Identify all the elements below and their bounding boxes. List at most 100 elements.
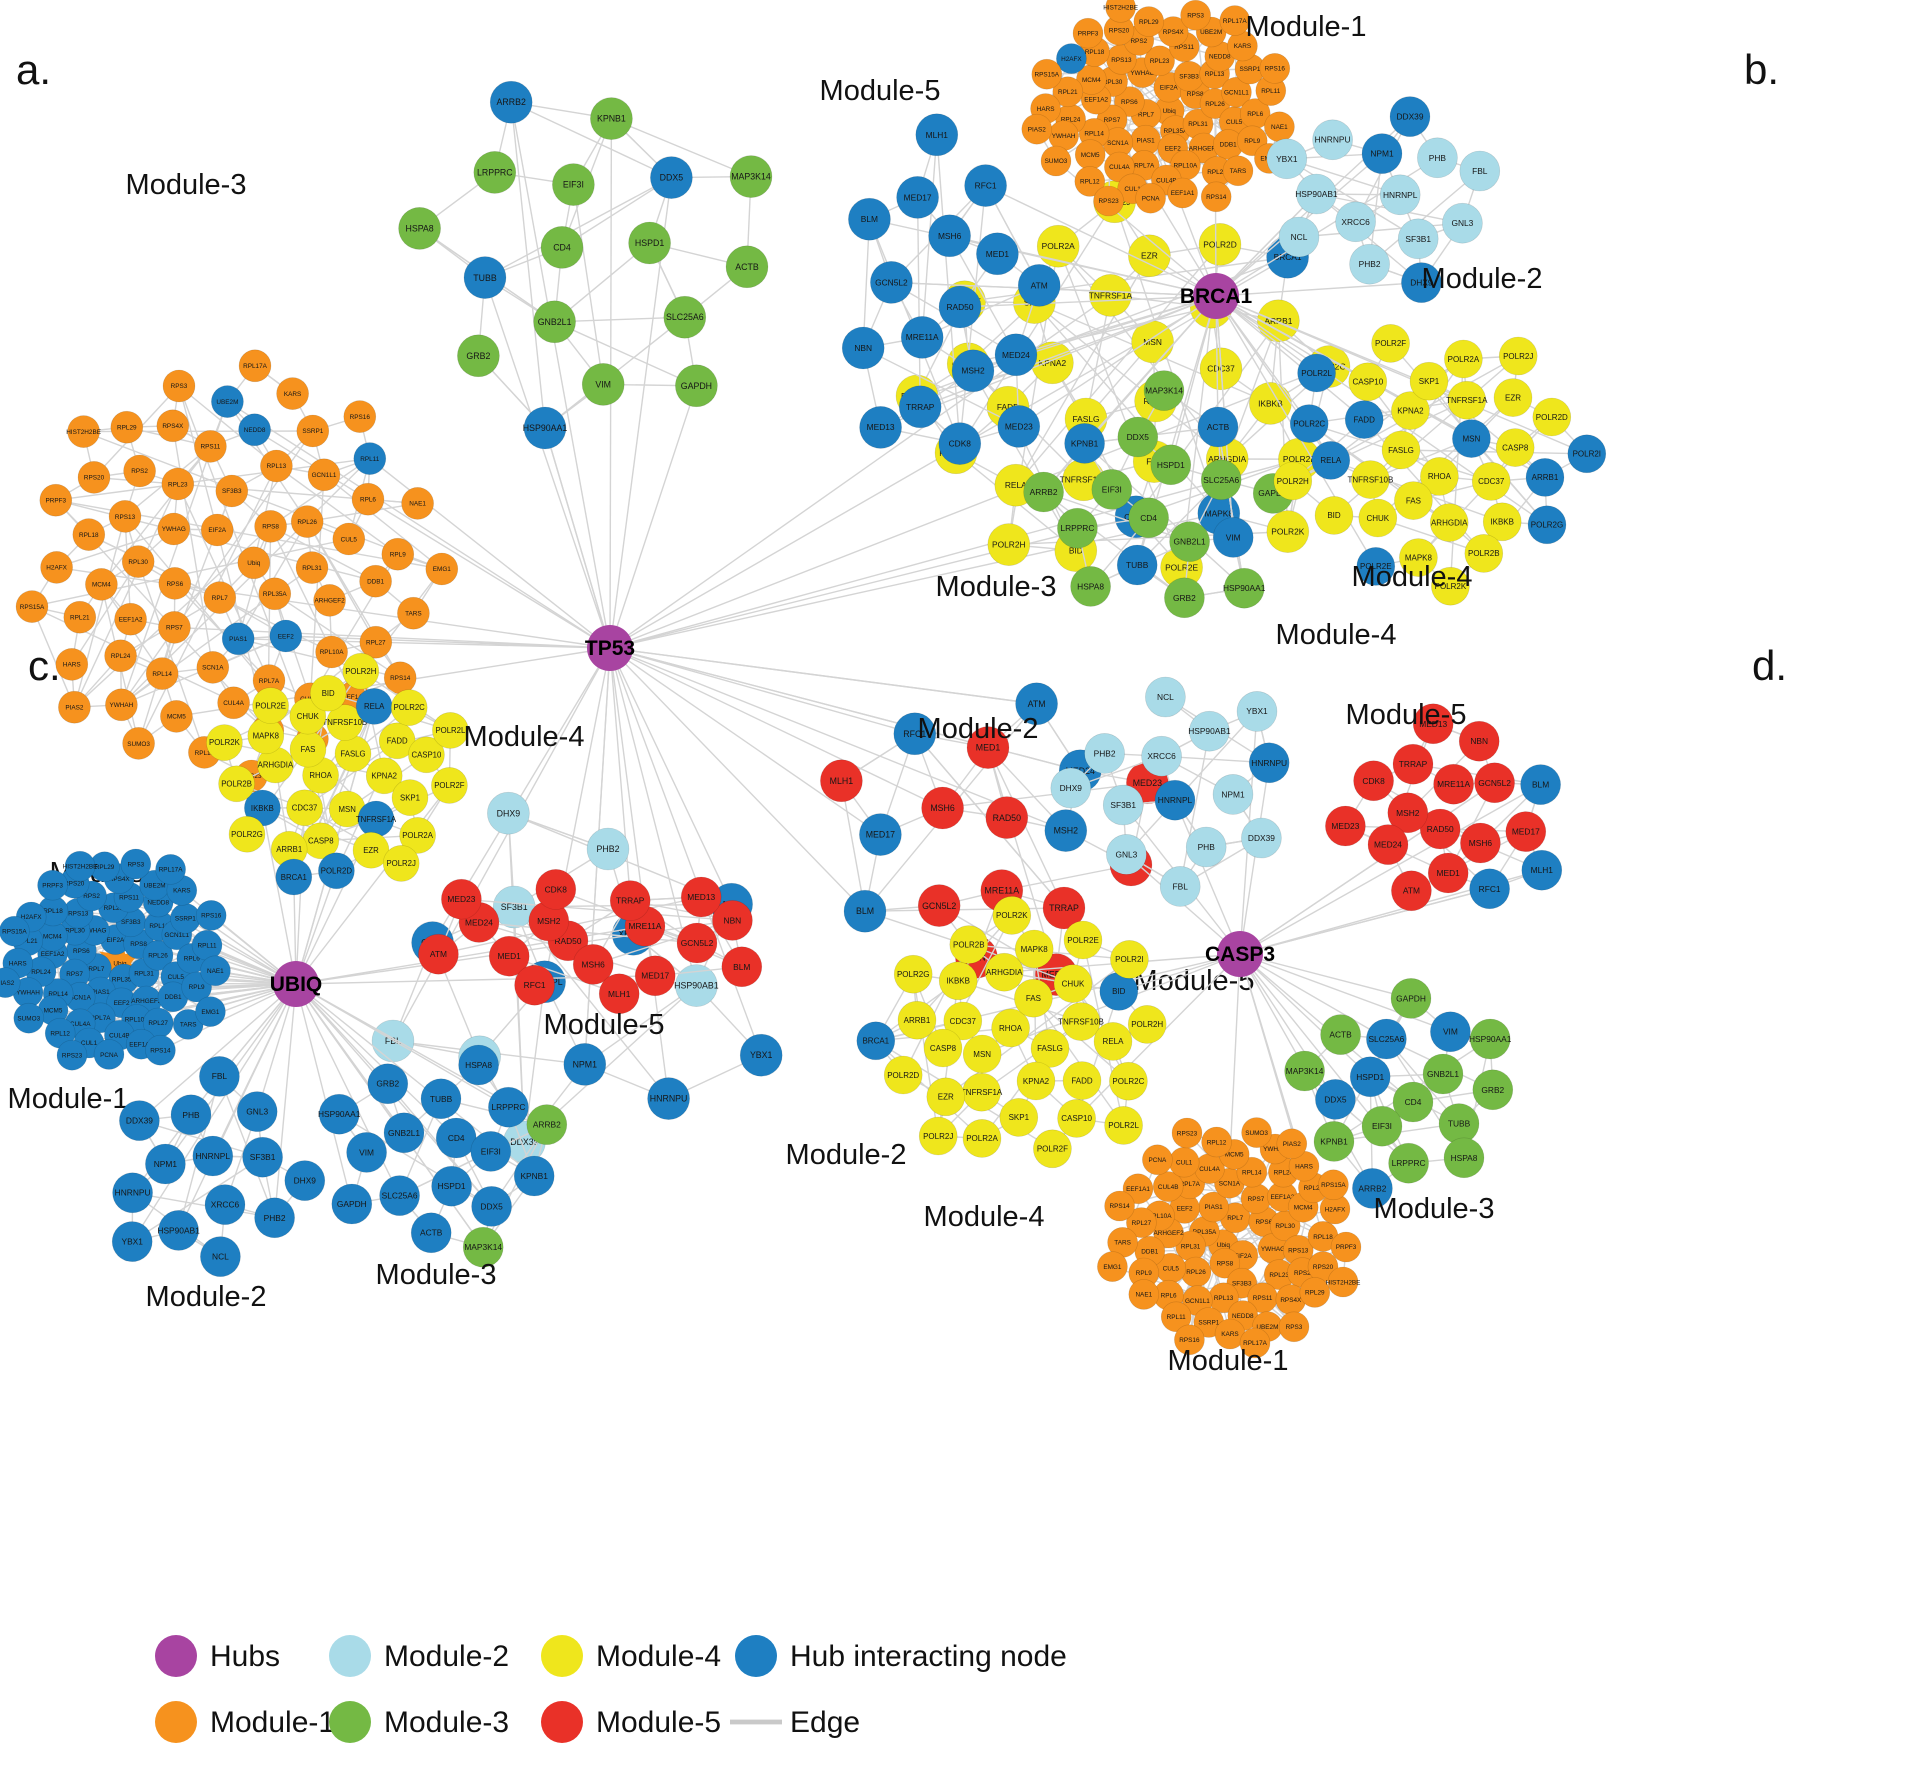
node-gapdh[interactable] [675, 364, 718, 408]
node-lrpprc[interactable] [1057, 507, 1098, 549]
node-mapk8[interactable] [1014, 929, 1054, 969]
node-rpl27[interactable] [1126, 1207, 1157, 1238]
node-ddx5[interactable] [471, 1186, 512, 1227]
node-rpl14[interactable] [145, 657, 179, 690]
node-kpnb1[interactable] [1313, 1121, 1355, 1162]
node-pias1[interactable] [221, 622, 255, 656]
hub-ubiq[interactable] [273, 961, 319, 1007]
node-rpl12[interactable] [1074, 166, 1106, 197]
node-gcn1l1[interactable] [307, 458, 341, 492]
node-rps13[interactable] [108, 500, 142, 533]
node-rpl35a[interactable] [258, 577, 292, 611]
node-polr2i[interactable] [1567, 434, 1607, 474]
node-gnb2l1[interactable] [383, 1112, 425, 1154]
node-polr2j[interactable] [918, 1116, 958, 1156]
node-atm[interactable] [1017, 264, 1061, 307]
node-gcn5l2[interactable] [1474, 762, 1515, 804]
node-prpf3[interactable] [1072, 17, 1104, 49]
node-rpl26[interactable] [290, 505, 324, 538]
node-rpl13[interactable] [260, 449, 293, 483]
node-rps8[interactable] [254, 510, 287, 543]
node-mapk8[interactable] [1399, 538, 1438, 577]
node-dhx9[interactable] [1401, 262, 1442, 303]
node-polr2k[interactable] [1266, 510, 1310, 553]
node-hsp90aa1[interactable] [1223, 567, 1265, 609]
node-chuk[interactable] [1053, 964, 1093, 1003]
node-ezr[interactable] [1128, 234, 1171, 278]
node-rps23[interactable] [56, 1039, 88, 1071]
node-gcn5l2[interactable] [870, 261, 913, 304]
node-polr2b[interactable] [218, 765, 255, 803]
node-fbl[interactable] [1159, 866, 1201, 907]
node-polr2a[interactable] [962, 1119, 1002, 1158]
node-polr2j[interactable] [1498, 336, 1538, 376]
node-rad50[interactable] [938, 285, 982, 329]
node-rpl21[interactable] [63, 600, 97, 634]
node-ywhah[interactable] [105, 688, 138, 722]
node-pias2[interactable] [58, 690, 91, 724]
node-hsp90aa1[interactable] [1469, 1018, 1511, 1060]
node-fbl[interactable] [1459, 150, 1501, 192]
node-gnb2l1[interactable] [533, 300, 576, 344]
node-mlh1[interactable] [598, 973, 640, 1015]
node-ncl[interactable] [1278, 216, 1320, 258]
node-rps6[interactable] [158, 567, 192, 600]
node-rps23[interactable] [1171, 1117, 1203, 1149]
node-ezr[interactable] [926, 1077, 966, 1117]
node-rfc1[interactable] [964, 164, 1007, 207]
node-med1[interactable] [966, 726, 1010, 769]
node-ssrp1[interactable] [296, 414, 330, 448]
node-gcn5l2[interactable] [676, 922, 718, 964]
node-prpf3[interactable] [37, 869, 68, 901]
node-casp10[interactable] [408, 736, 445, 774]
node-polr2f[interactable] [431, 767, 468, 804]
node-tubb[interactable] [1116, 544, 1158, 586]
node-hnrnpu[interactable] [647, 1077, 690, 1120]
node-hspd1[interactable] [431, 1165, 472, 1207]
node-rpl17a[interactable] [155, 854, 186, 885]
node-mcm4[interactable] [85, 568, 118, 601]
node-med24[interactable] [1367, 824, 1409, 865]
node-phb2[interactable] [254, 1197, 295, 1239]
node-slc25a6[interactable] [663, 295, 707, 339]
node-rpl17a[interactable] [1219, 5, 1251, 36]
node-nae1[interactable] [401, 487, 434, 520]
node-nae1[interactable] [200, 955, 231, 987]
node-vim[interactable] [581, 363, 625, 406]
node-msh2[interactable] [1387, 792, 1429, 834]
node-rpl11[interactable] [1160, 1301, 1192, 1333]
node-rps20[interactable] [77, 461, 111, 494]
node-hist2h2be[interactable] [1327, 1266, 1359, 1298]
node-xrcc6[interactable] [1335, 201, 1376, 243]
node-msn[interactable] [1452, 419, 1491, 458]
node-polr2h[interactable] [342, 652, 380, 690]
node-atm[interactable] [418, 933, 459, 975]
node-med1[interactable] [1427, 852, 1469, 894]
node-pias2[interactable] [1021, 113, 1053, 145]
hub-casp3[interactable] [1217, 931, 1263, 977]
node-arrb2[interactable] [1023, 471, 1064, 513]
node-bid[interactable] [309, 674, 347, 712]
node-tars[interactable] [397, 596, 430, 630]
node-pcna[interactable] [93, 1039, 125, 1070]
node-polr2f[interactable] [1033, 1129, 1072, 1169]
node-hsp90aa1[interactable] [523, 406, 567, 450]
node-trrap[interactable] [898, 385, 942, 429]
node-eif3i[interactable] [1361, 1105, 1403, 1147]
node-polr2g[interactable] [893, 954, 933, 994]
node-polr2g[interactable] [228, 815, 266, 853]
node-hspd1[interactable] [1349, 1056, 1391, 1098]
node-mlh1[interactable] [1521, 849, 1563, 891]
node-polr2b[interactable] [1464, 534, 1504, 573]
node-polr2d[interactable] [1198, 223, 1242, 266]
node-grb2[interactable] [367, 1063, 409, 1105]
node-hsp90aa1[interactable] [318, 1093, 360, 1135]
node-ubiq[interactable] [99, 939, 141, 988]
node-rps14[interactable] [145, 1034, 176, 1066]
node-polr2l[interactable] [1104, 1106, 1143, 1145]
node-kpna2[interactable] [1391, 391, 1430, 430]
node-hars[interactable] [55, 648, 89, 681]
node-arrb1[interactable] [1525, 458, 1565, 497]
node-nedd8[interactable] [238, 413, 271, 447]
node-phb[interactable] [1417, 137, 1458, 179]
